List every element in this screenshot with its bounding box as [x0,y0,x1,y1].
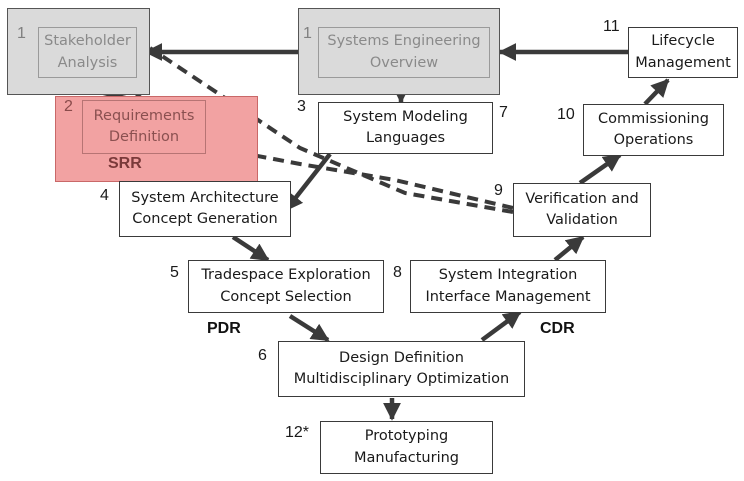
modeling-number-left: 3 [297,98,306,115]
arrow-tradespace-to-design [288,314,330,342]
architecture-line-2: Concept Generation [132,211,278,227]
system-modeling-languages-box: System Modeling Languages [318,102,493,154]
integration-number: 8 [393,264,402,281]
stakeholder-analysis-box: Stakeholder Analysis [38,27,137,78]
srr-milestone: SRR [108,155,142,172]
stakeholder-number: 1 [17,25,26,42]
pdr-milestone: PDR [207,320,241,337]
arrow-integration-to-verification [553,235,585,262]
modeling-line-1: System Modeling [343,108,468,125]
arrow-verification-to-commissioning [578,153,622,185]
system-integration-box: System Integration Interface Management [410,260,606,313]
commissioning-line-1: Commissioning [598,110,709,127]
tradespace-line-2: Concept Selection [220,288,352,305]
lifecycle-number: 11 [603,18,620,35]
integration-line-2: Interface Management [425,288,591,305]
commissioning-operations-box: Commissioning Operations [583,104,724,156]
design-definition-box: Design Definition Multidisciplinary Opti… [278,341,525,397]
arrow-modeling-to-architecture [284,152,332,212]
dashed-link-verification-requirements [204,144,514,210]
verification-number: 9 [494,182,503,199]
arrow-commissioning-to-lifecycle [643,78,670,106]
stakeholder-line-1: Stakeholder [44,33,131,50]
lifecycle-management-box: Lifecycle Management [628,27,738,78]
tradespace-number: 5 [170,264,179,281]
requirements-definition-box: Requirements Definition [82,100,206,154]
design-line-1: Design Definition [339,349,464,366]
stakeholder-line-2: Analysis [57,54,118,71]
arrow-design-to-integration [480,310,522,342]
requirements-line-1: Requirements [93,107,195,124]
arrow-architecture-to-tradespace [231,235,270,262]
lifecycle-line-1: Lifecycle [651,33,715,50]
architecture-number: 4 [100,187,109,204]
se-overview-line-2: Overview [369,54,439,71]
integration-line-1: System Integration [438,267,578,284]
cdr-milestone: CDR [540,320,575,337]
lifecycle-line-2: Management [635,54,731,71]
verification-line-1: Verification and [525,190,639,207]
commissioning-line-2: Operations [613,132,694,148]
prototyping-line-1: Prototyping [364,428,449,445]
tradespace-line-1: Tradespace Exploration [201,267,371,284]
requirements-line-2: Definition [108,129,180,145]
architecture-line-1: System Architecture [131,189,279,206]
design-number: 6 [258,347,267,364]
requirements-number: 2 [64,98,73,115]
se-overview-line-1: Systems Engineering [327,33,481,50]
verification-line-2: Validation [546,212,618,228]
tradespace-exploration-box: Tradespace Exploration Concept Selection [188,260,384,313]
modeling-line-2: Languages [365,130,446,146]
se-overview-number: 1 [303,25,312,42]
modeling-number-right: 7 [499,104,508,121]
prototyping-manufacturing-box: Prototyping Manufacturing [320,421,493,474]
design-line-2: Multidisciplinary Optimization [293,371,510,387]
system-architecture-box: System Architecture Concept Generation [119,181,291,237]
prototyping-number: 12* [285,424,310,441]
commissioning-number: 10 [557,106,575,123]
systems-engineering-overview-box: Systems Engineering Overview [318,27,490,78]
verification-validation-box: Verification and Validation [513,183,651,237]
prototyping-line-2: Manufacturing [354,449,459,466]
